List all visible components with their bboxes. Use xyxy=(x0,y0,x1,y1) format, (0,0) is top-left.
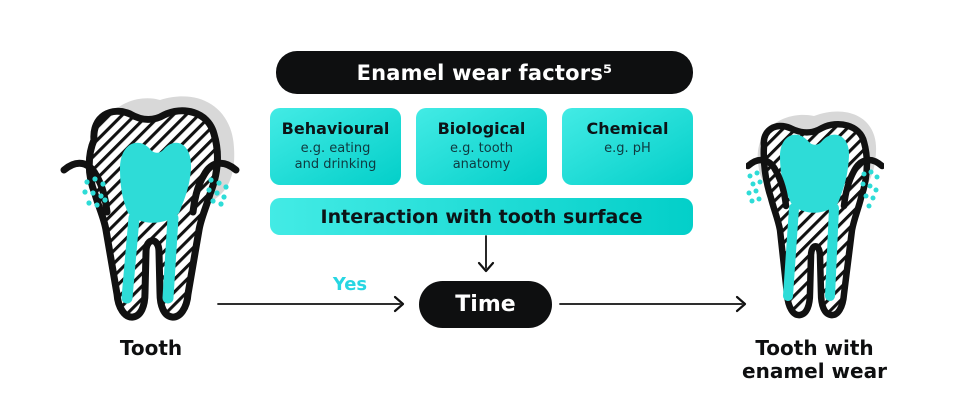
factor-heading: Behavioural xyxy=(281,119,390,138)
arrow-right-head-icon xyxy=(735,295,747,313)
gum-line-right xyxy=(840,156,884,210)
title-banner: Enamel wear factors⁵ xyxy=(276,51,693,94)
healthy-tooth-illustration xyxy=(60,96,240,321)
factor-example: e.g. tooth anatomy xyxy=(450,141,513,172)
factor-heading: Chemical xyxy=(586,119,669,138)
root-canal-left xyxy=(783,203,799,301)
worn-tooth-illustration xyxy=(746,111,884,319)
mineral-dots-right xyxy=(206,177,229,207)
factor-box-chemical: Chemical e.g. pH xyxy=(562,108,693,185)
mineral-dots-left xyxy=(82,176,108,208)
pulp-shape xyxy=(120,142,192,223)
right-tooth-label: Tooth with enamel wear xyxy=(742,336,887,383)
gum-line-right xyxy=(189,159,240,216)
factor-heading: Biological xyxy=(437,119,526,138)
arrow-left-head-icon xyxy=(393,295,405,313)
yes-label: Yes xyxy=(332,274,368,295)
interaction-label: Interaction with tooth surface xyxy=(320,205,643,228)
gum-line-left xyxy=(746,156,790,210)
title-text: Enamel wear factors⁵ xyxy=(356,60,613,85)
mineral-dots-right xyxy=(860,169,880,209)
factor-example: e.g. eating and drinking xyxy=(294,141,377,172)
factor-box-behavioural: Behavioural e.g. eating and drinking xyxy=(270,108,401,185)
time-node: Time xyxy=(419,281,552,328)
time-label: Time xyxy=(455,292,516,317)
root-canal-right xyxy=(162,212,179,304)
factor-example: e.g. pH xyxy=(604,141,651,156)
factor-box-biological: Biological e.g. tooth anatomy xyxy=(416,108,547,185)
interaction-bar: Interaction with tooth surface xyxy=(270,198,693,235)
root-canal-right xyxy=(825,203,839,301)
pulp-shape xyxy=(780,134,850,213)
mineral-dots-left xyxy=(746,170,763,204)
arrow-down-head-icon xyxy=(477,261,495,273)
root-canal-left xyxy=(121,212,140,304)
factors-row: Behavioural e.g. eating and drinking Bio… xyxy=(270,108,693,185)
left-tooth-label: Tooth xyxy=(119,336,183,360)
